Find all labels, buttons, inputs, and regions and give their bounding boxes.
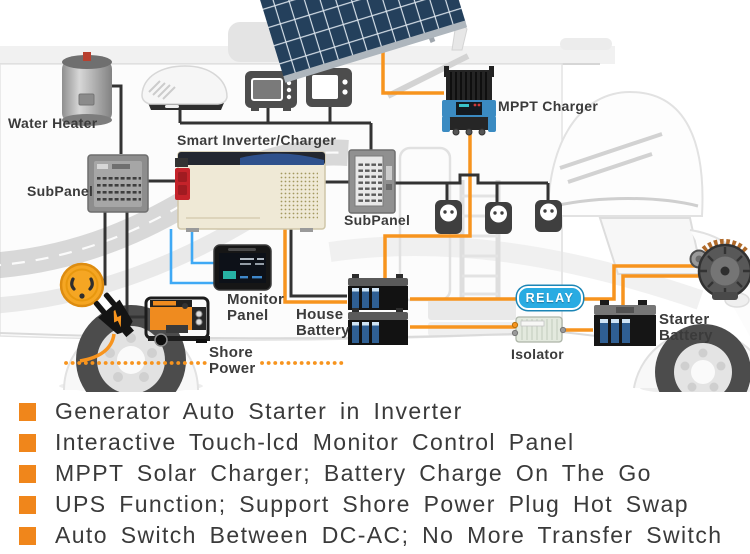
wire-inverter-to-house-battery: [283, 229, 347, 304]
blue-wires: [169, 229, 215, 285]
wire-inverter-to-monitor-2: [190, 229, 215, 265]
smart-inverter-label: Smart Inverter/Charger: [177, 132, 337, 148]
wire-mppt-to-house-battery: [383, 132, 472, 278]
feature-item: Auto Switch Between DC-AC; No More Trans…: [19, 520, 750, 551]
wire-plug-cable: [79, 333, 116, 363]
water-heater-icon: [62, 52, 112, 126]
feature-text: Generator Auto Starter in Inverter: [55, 398, 463, 424]
feature-item: Generator Auto Starter in Inverter: [19, 396, 750, 427]
outlet-icon: [435, 200, 462, 234]
monitor-panel-label-line1: Monitor: [227, 291, 285, 308]
system-diagram: Water Heater SubPanel Smart Inverter/Cha…: [0, 0, 750, 392]
feature-text: UPS Function; Support Shore Power Plug H…: [55, 491, 689, 517]
wire-subpanel-to-outlets: [394, 173, 550, 202]
feature-text: MPPT Solar Charger; Battery Charge On Th…: [55, 460, 652, 486]
mppt-charger-label: MPPT Charger: [498, 98, 599, 114]
monitor-panel-label: Monitor Panel: [227, 291, 285, 325]
house-battery-icon: [348, 274, 408, 345]
shore-power-label: Shore Power: [209, 344, 256, 378]
solar-panel-icon: [248, 0, 468, 83]
orange-square-bullet: [19, 464, 36, 483]
wire-roof-loads-bracket: [178, 105, 373, 152]
generator-icon: [144, 296, 210, 347]
starter-battery-icon: [594, 300, 656, 346]
feature-item: MPPT Solar Charger; Battery Charge On Th…: [19, 458, 750, 489]
outlet-icon: [535, 200, 562, 232]
orange-wires: [64, 48, 699, 365]
wire-battery-relay-alternator: [410, 264, 697, 301]
shore-power-label-line1: Shore: [209, 344, 254, 361]
monitor-panel-icon: [213, 244, 272, 291]
starter-battery-label-line2: Battery: [659, 327, 713, 345]
orange-square-bullet: [19, 433, 36, 452]
orange-square-bullet: [19, 526, 36, 545]
shore-power-label-line2: Power: [209, 360, 256, 378]
microwave-icon: [245, 71, 297, 111]
alternator-icon: [689, 238, 750, 300]
wire-heater-to-subpanel: [112, 84, 123, 154]
subpanel-right-icon: [348, 149, 396, 214]
power-plug-icon: [93, 292, 134, 338]
wire-starter-to-alternator: [621, 274, 699, 307]
relay-badge: RELAY: [517, 286, 583, 310]
starter-battery-label-line1: Starter: [659, 311, 710, 328]
wire-solar-to-mppt: [381, 48, 444, 95]
rooftop-ac-icon: [141, 65, 228, 110]
wire-inverter-to-monitor-1: [169, 229, 215, 285]
water-heater-label: Water Heater: [8, 115, 98, 131]
house-battery-label: House Battery: [296, 306, 350, 340]
isolator-label: Isolator: [511, 346, 564, 362]
black-wires: [101, 84, 550, 319]
subpanel-right-label: SubPanel: [344, 212, 411, 228]
wire-inverter-battery-black: [289, 229, 347, 298]
subpanel-left-icon: [87, 154, 149, 213]
outlet-icons: [435, 200, 562, 234]
feature-text: Auto Switch Between DC-AC; No More Trans…: [55, 522, 723, 548]
outlet-icon: [485, 202, 512, 234]
diagram-canvas: [0, 0, 750, 392]
feature-items: Generator Auto Starter in Inverter Inter…: [0, 394, 750, 551]
monitor-panel-label-line2: Panel: [227, 307, 269, 325]
feature-text: Interactive Touch-lcd Monitor Control Pa…: [55, 429, 575, 455]
orange-square-bullet: [19, 495, 36, 514]
feature-item: Interactive Touch-lcd Monitor Control Pa…: [19, 427, 750, 458]
shore-socket-icon: [59, 262, 105, 308]
mppt-charger-icon: [442, 66, 496, 136]
isolator-icon: [511, 316, 567, 343]
smart-inverter-icon: [175, 151, 326, 232]
orange-square-bullet: [19, 402, 36, 421]
feature-list: Generator Auto Starter in Inverter Inter…: [0, 394, 750, 551]
house-battery-label-line1: House: [296, 306, 344, 323]
tv-icon: [306, 68, 352, 107]
starter-battery-label: Starter Battery: [659, 311, 713, 345]
front-wheel-icon: [655, 324, 750, 392]
subpanel-left-label: SubPanel: [27, 183, 94, 199]
feature-item: UPS Function; Support Shore Power Plug H…: [19, 489, 750, 520]
house-battery-label-line2: Battery: [296, 322, 350, 340]
